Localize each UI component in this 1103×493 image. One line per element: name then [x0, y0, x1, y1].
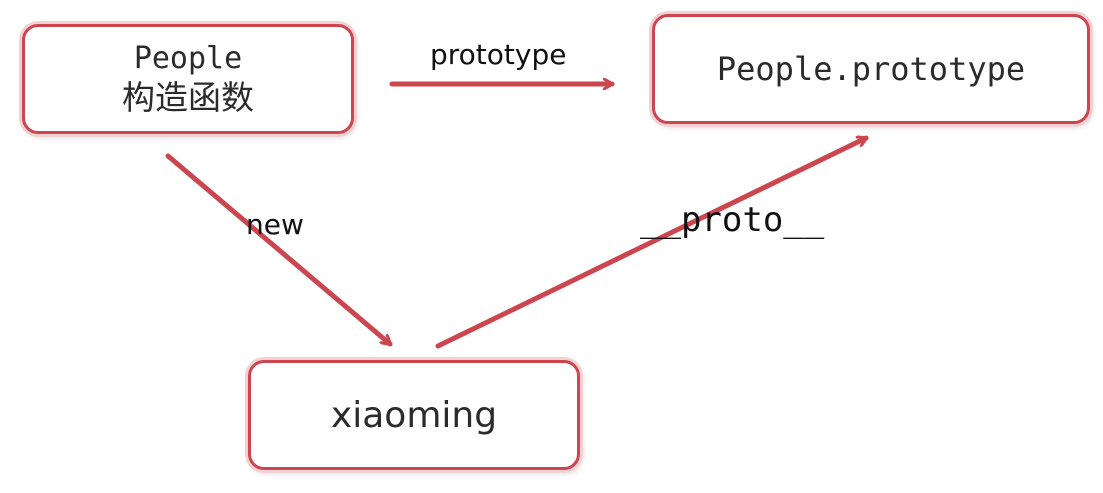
proto-edge-label: __proto__ [640, 200, 825, 240]
new-arrow [165, 153, 393, 347]
xiaoming-instance-node: xiaoming [248, 360, 580, 470]
xiaoming-label: xiaoming [330, 394, 498, 436]
proto-arrow [435, 138, 869, 349]
people-prototype-node: People.prototype [652, 14, 1090, 124]
people-prototype-label: People.prototype [716, 50, 1026, 88]
new-edge-label: new [246, 208, 304, 241]
people-node-title: People [133, 41, 243, 76]
people-constructor-node: People 构造函数 [22, 24, 354, 134]
prototype-edge-label: prototype [430, 38, 567, 71]
people-node-subtitle: 构造函数 [122, 78, 254, 117]
